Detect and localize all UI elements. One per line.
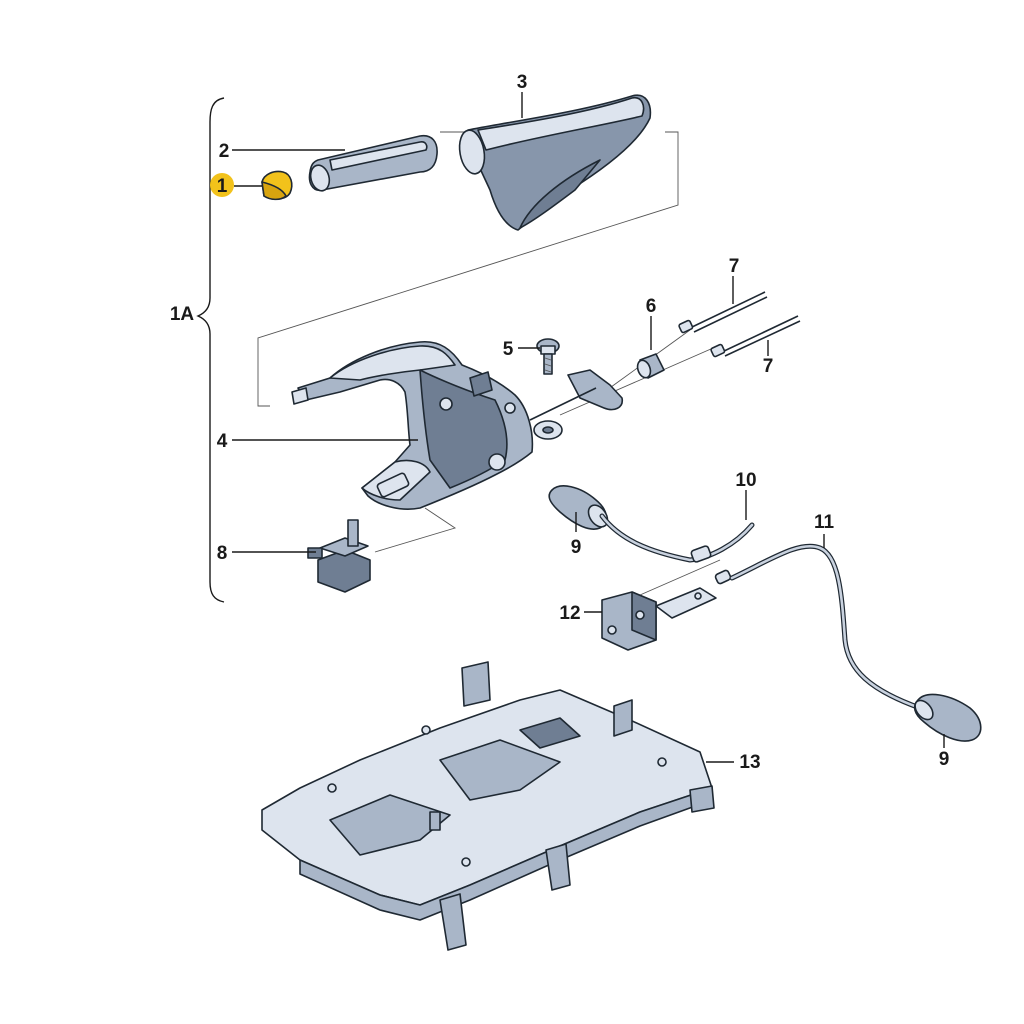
equalizer-yoke [529, 369, 624, 440]
callout-3: 3 [517, 72, 528, 93]
part-7-brake-cables [678, 291, 801, 358]
callout-1a: 1A [170, 304, 195, 325]
callout-7-upper: 7 [729, 256, 740, 277]
guide-lines-upper [257, 131, 679, 407]
callout-12: 12 [559, 603, 580, 624]
assembly-bracket-1a [196, 97, 225, 603]
part-10-cable [599, 513, 755, 585]
part-13-base-plate [261, 661, 715, 951]
guide-lines-lower [374, 507, 721, 596]
callout-9-lower: 9 [939, 749, 950, 770]
leader-lines [232, 92, 945, 763]
part-11-cable [729, 543, 923, 711]
part-6-sleeve [636, 353, 665, 379]
callout-10: 10 [735, 470, 756, 491]
part-9-grommet-lower [913, 693, 982, 742]
part-4-lever-assembly [291, 340, 534, 510]
part-1-release-button [261, 170, 293, 201]
part-8-switch [307, 519, 371, 593]
part-9-grommet-upper [548, 485, 609, 530]
callout-1-highlight [210, 173, 234, 197]
callout-11: 11 [814, 512, 835, 533]
part-2-handle-grip [308, 134, 438, 192]
callout-7-lower: 7 [763, 356, 774, 377]
part-3-gaiter [458, 94, 652, 231]
callout-9-upper: 9 [571, 537, 582, 558]
part-12-cable-bracket [601, 587, 717, 651]
callout-1: 1 [217, 176, 228, 197]
part-5-bolt [536, 338, 560, 375]
callout-8: 8 [217, 543, 228, 564]
callout-5: 5 [503, 339, 514, 360]
callout-4: 4 [217, 431, 228, 452]
callout-13: 13 [739, 752, 760, 773]
callout-2: 2 [219, 141, 230, 162]
callout-6: 6 [646, 296, 657, 317]
